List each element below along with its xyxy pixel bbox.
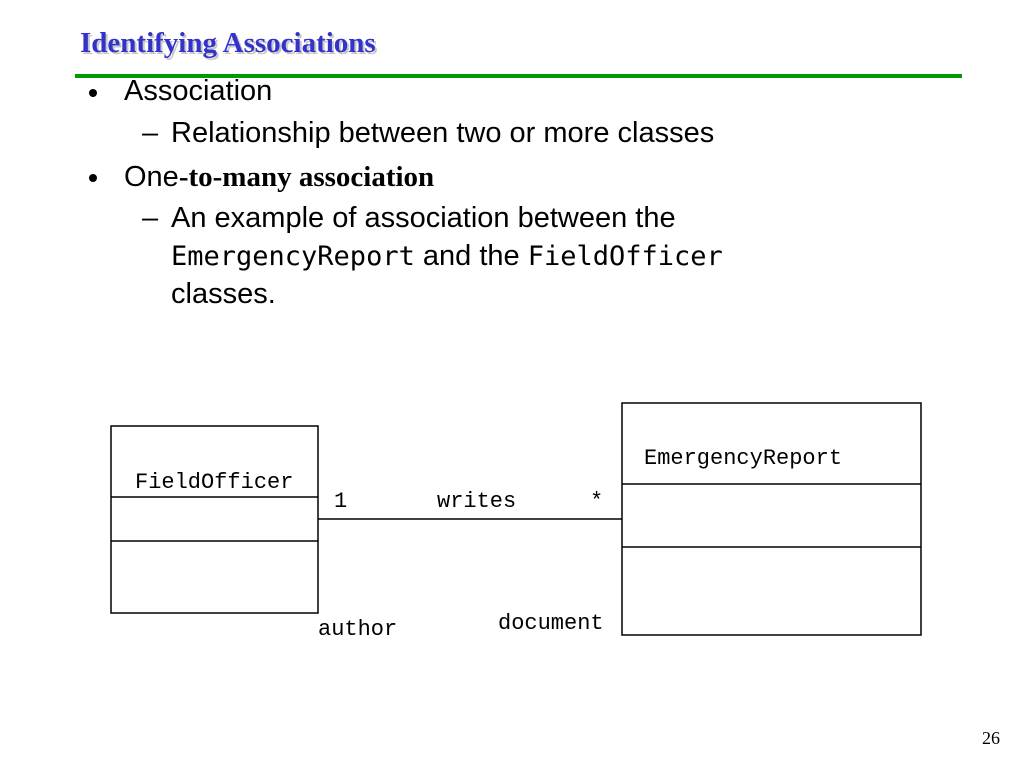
class-name-emergency-report: EmergencyReport [171, 241, 415, 272]
sub-bullet-2-line2: EmergencyReport and the FieldOfficer [171, 237, 723, 276]
bullet-2-dot [89, 174, 97, 182]
sub-bullet-2-mid: and the [414, 240, 528, 272]
title-underline [75, 74, 962, 78]
sub-bullet-2-line1: An example of association between the [171, 202, 676, 234]
emergency-report-class-box [621, 402, 922, 636]
bullet-1-dot [89, 89, 97, 97]
bullet-2-prefix: One [124, 161, 179, 193]
bullet-1-text: Association [124, 75, 273, 107]
slide-title: Identifying Associations [80, 27, 376, 59]
left-multiplicity: 1 [334, 489, 347, 514]
right-multiplicity: * [590, 489, 603, 514]
bullet-2-text: One-to-many association [124, 158, 434, 196]
field-officer-class-name: FieldOfficer [135, 470, 293, 495]
association-name: writes [437, 489, 516, 514]
page-number: 26 [982, 728, 1000, 748]
class-name-field-officer: FieldOfficer [527, 241, 723, 272]
sub-bullet-2-line3: classes. [171, 278, 276, 310]
bullet-2-rest: -to-many association [178, 161, 435, 193]
right-role-name: document [498, 611, 604, 636]
emergency-report-class-name: EmergencyReport [644, 446, 842, 471]
sub-bullet-1-dash: – [142, 117, 159, 149]
field-officer-class-box [110, 425, 319, 614]
left-role-name: author [318, 617, 397, 642]
sub-bullet-2-dash: – [142, 202, 159, 234]
sub-bullet-1-text: Relationship between two or more classes [171, 117, 715, 149]
